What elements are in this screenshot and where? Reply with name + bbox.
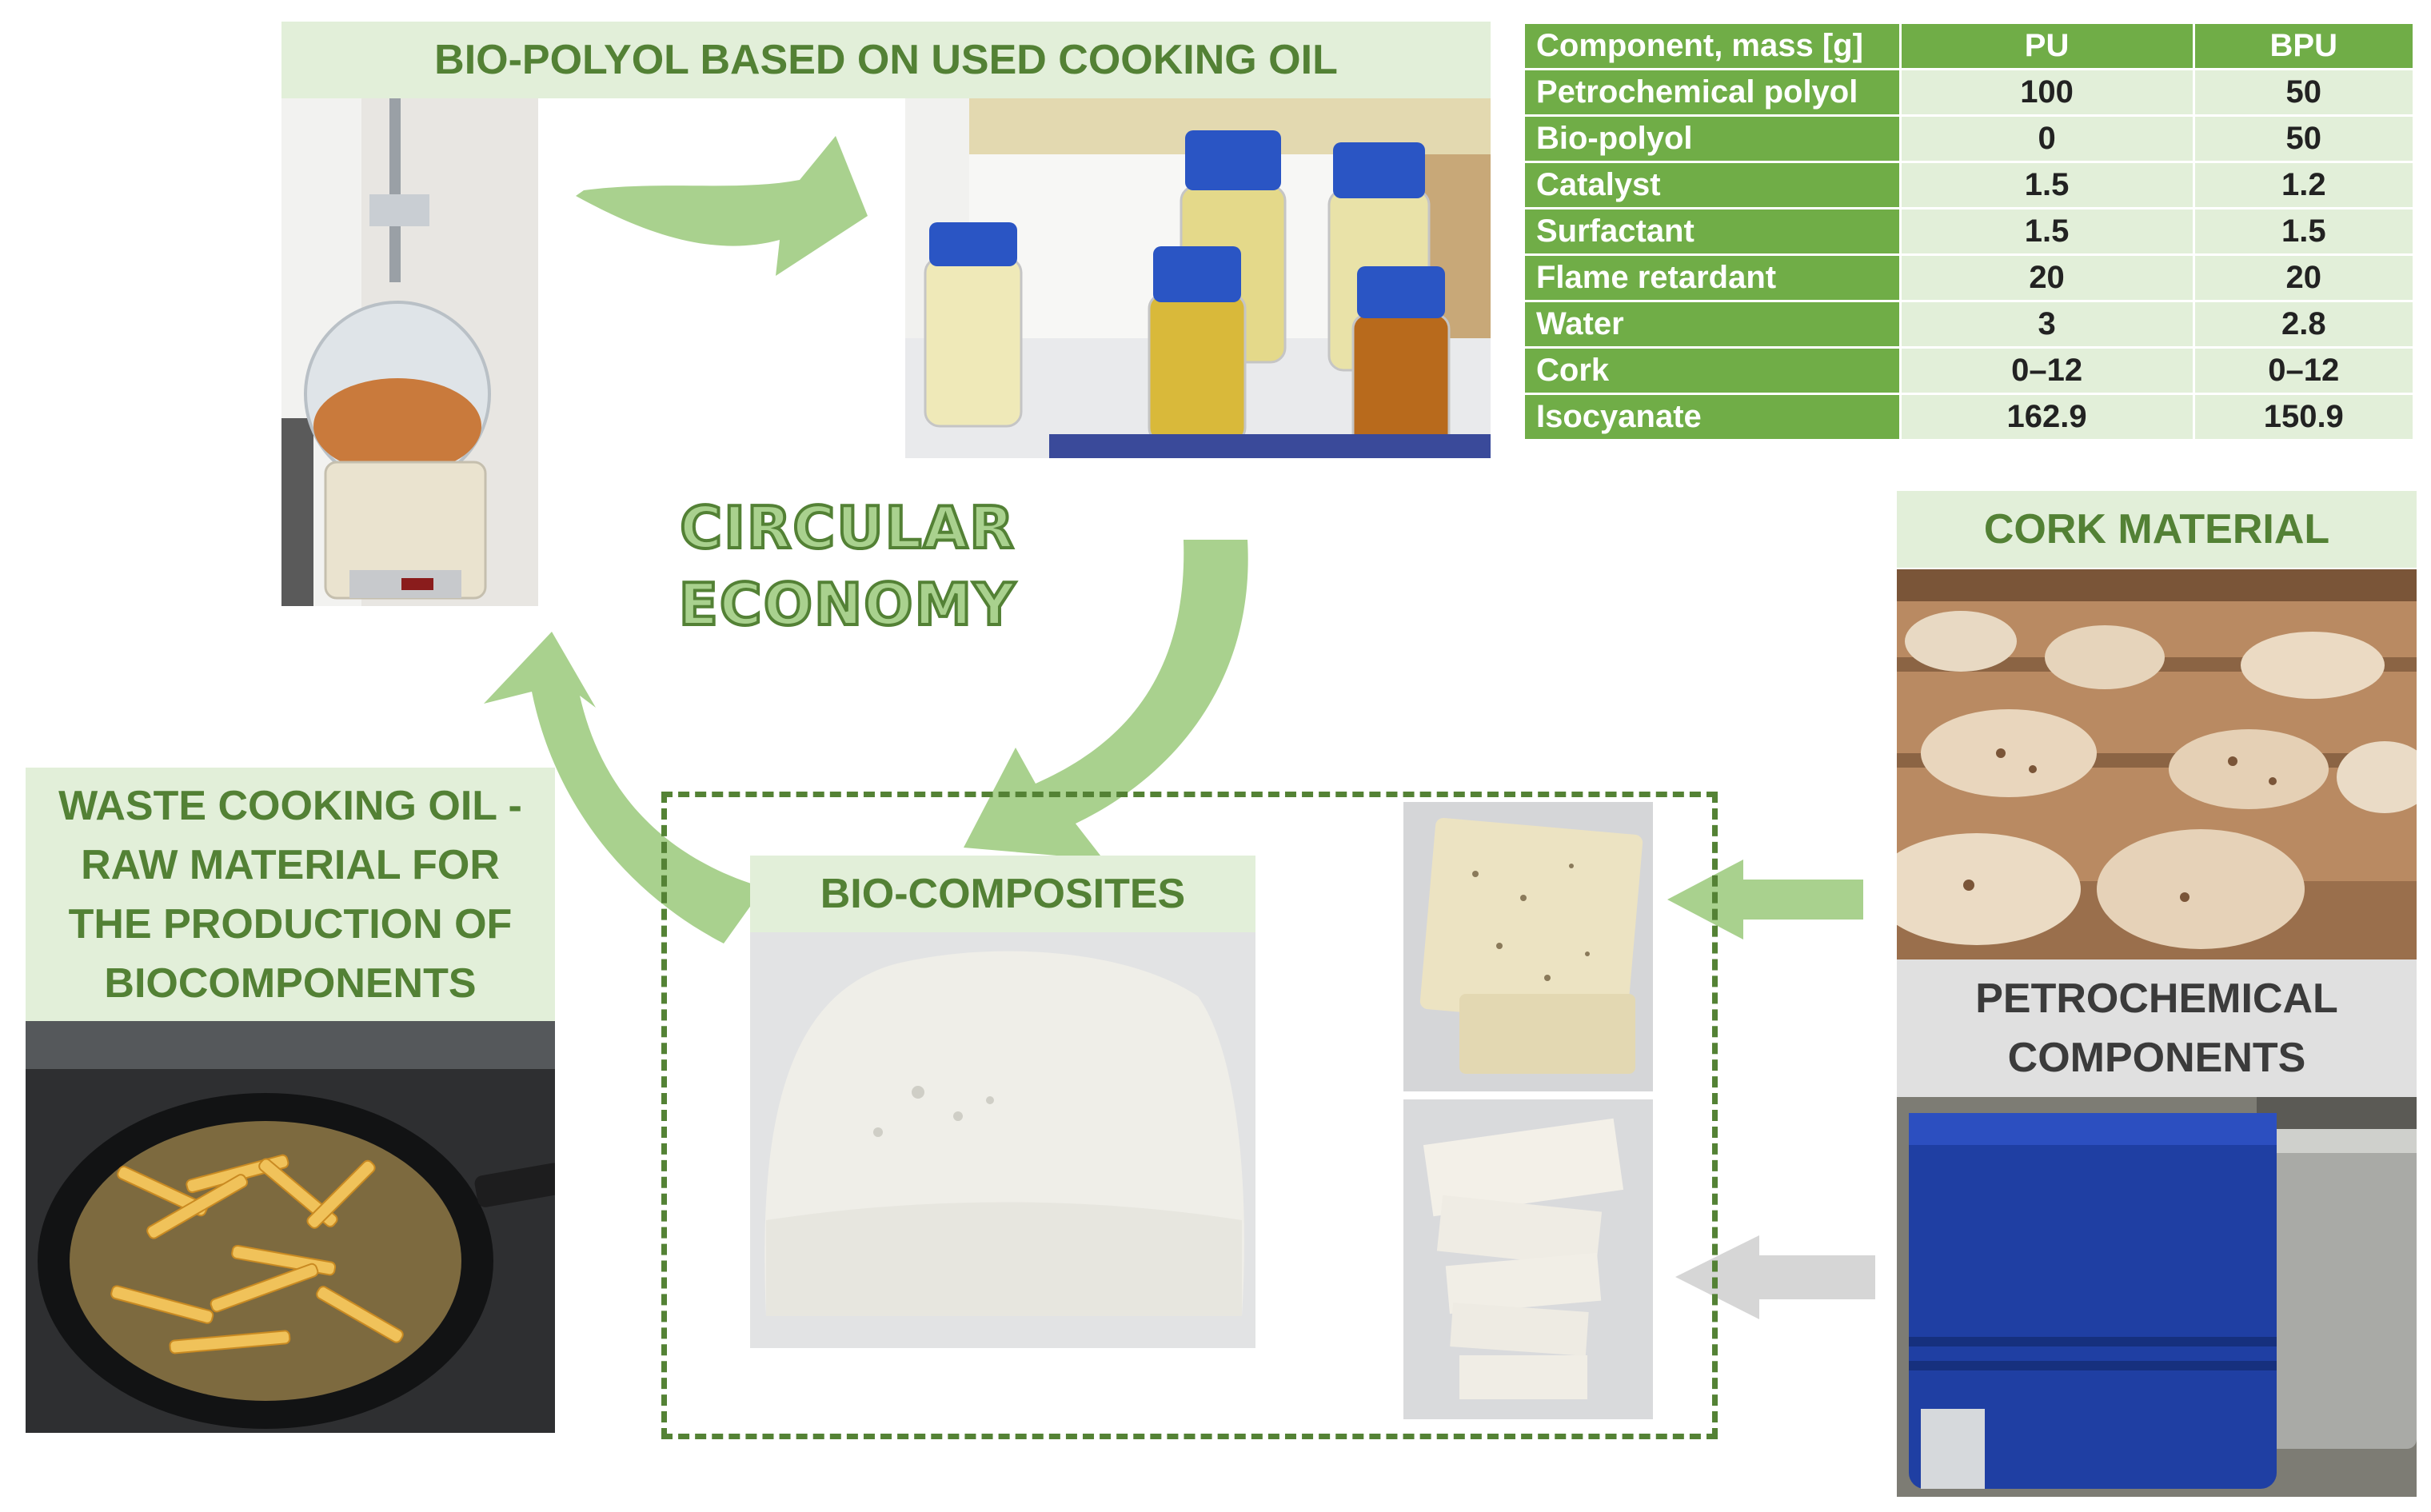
cell-pu: 0–12 (1898, 346, 2195, 395)
header-pu: PU (1898, 22, 2195, 70)
cell-component: Catalyst (1523, 161, 1902, 209)
cork-photo (1897, 569, 2417, 959)
cell-component: Isocyanate (1523, 393, 1902, 441)
cell-bpu: 0–12 (2192, 346, 2416, 395)
cork-material-label: CORK MATERIAL (1897, 491, 2417, 568)
bio-polyol-bottles-photo (905, 98, 1491, 458)
petrochemical-drums-photo (1897, 1097, 2417, 1497)
frying-pan-photo (26, 1021, 555, 1433)
bio-composites-region (661, 792, 1718, 1439)
cork-composite-photo (1403, 802, 1653, 1091)
circular-economy-label: CIRCULAR ECONOMY (677, 493, 1017, 640)
cell-bpu: 20 (2192, 253, 2416, 302)
table-row: Petrochemical polyol 100 50 (1523, 68, 2416, 117)
bio-polyol-label: BIO-POLYOL BASED ON USED COOKING OIL (281, 22, 1491, 98)
cell-pu: 1.5 (1898, 161, 2195, 209)
table-row: Surfactant 1.5 1.5 (1523, 207, 2416, 256)
cell-pu: 0 (1898, 114, 2195, 163)
cell-component: Flame retardant (1523, 253, 1902, 302)
waste-cooking-oil-label: WASTE COOKING OIL - RAW MATERIAL FOR THE… (26, 768, 555, 1021)
reactor-photo (281, 98, 538, 606)
bio-composites-label: BIO-COMPOSITES (750, 856, 1255, 932)
cell-bpu: 2.8 (2192, 300, 2416, 349)
composition-table: Component, mass [g] PU BPU Petrochemical… (1523, 22, 2416, 441)
arrow-to-bio-polyol (576, 136, 868, 276)
cell-pu: 20 (1898, 253, 2195, 302)
table-row: Isocyanate 162.9 150.9 (1523, 393, 2416, 441)
cell-component: Petrochemical polyol (1523, 68, 1902, 117)
header-bpu: BPU (2192, 22, 2416, 70)
cell-bpu: 50 (2192, 68, 2416, 117)
pure-foam-stack-photo (1403, 1099, 1653, 1419)
cell-component: Water (1523, 300, 1902, 349)
cell-component: Bio-polyol (1523, 114, 1902, 163)
cell-pu: 100 (1898, 68, 2195, 117)
petrochemical-components-label: PETROCHEMICAL COMPONENTS (1897, 959, 2417, 1097)
cell-pu: 1.5 (1898, 207, 2195, 256)
table-row: Flame retardant 20 20 (1523, 253, 2416, 302)
cell-bpu: 1.5 (2192, 207, 2416, 256)
table-header-row: Component, mass [g] PU BPU (1523, 22, 2416, 70)
table-row: Bio-polyol 0 50 (1523, 114, 2416, 163)
cell-bpu: 50 (2192, 114, 2416, 163)
table-row: Cork 0–12 0–12 (1523, 346, 2416, 395)
table-row: Catalyst 1.5 1.2 (1523, 161, 2416, 209)
foam-block-photo (750, 932, 1255, 1348)
header-component: Component, mass [g] (1523, 22, 1902, 70)
cell-bpu: 1.2 (2192, 161, 2416, 209)
arrow-petro-to-composite (1675, 1235, 1875, 1319)
cell-component: Surfactant (1523, 207, 1902, 256)
cell-component: Cork (1523, 346, 1902, 395)
cell-pu: 3 (1898, 300, 2195, 349)
table-row: Water 3 2.8 (1523, 300, 2416, 349)
cell-bpu: 150.9 (2192, 393, 2416, 441)
cell-pu: 162.9 (1898, 393, 2195, 441)
arrow-to-reactor (484, 632, 764, 944)
